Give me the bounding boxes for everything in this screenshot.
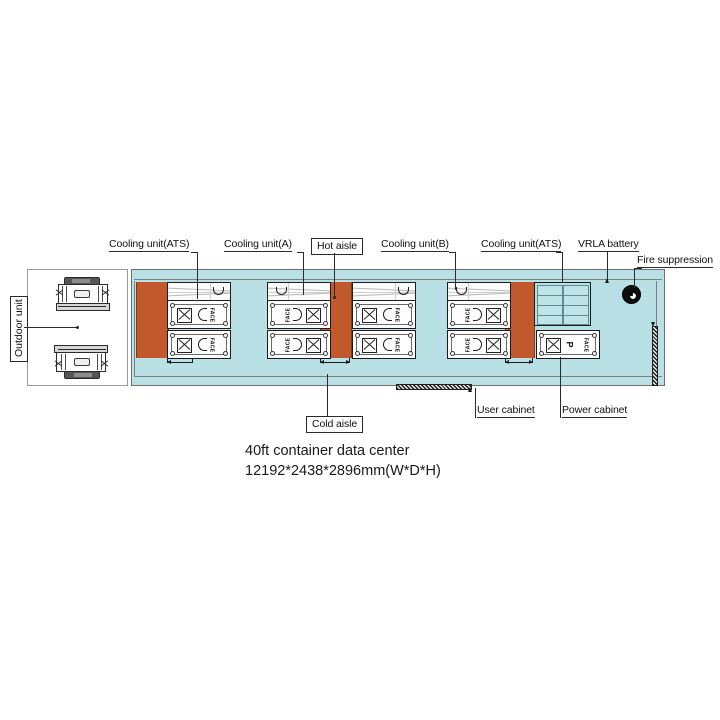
dimension-arrow-left-3 — [505, 360, 509, 364]
leader-v-user-cabinet — [475, 388, 476, 418]
user-cabinet-1a[interactable]: FACE — [167, 300, 231, 329]
leader-h-cooling-ats-right — [556, 252, 563, 253]
door-swing-arrow-right — [651, 322, 655, 327]
cabinet-face-label: FACE — [465, 307, 472, 322]
cabinet-face-label: FACE — [208, 307, 215, 322]
diagram-caption: 40ft container data center 12192*2438*28… — [245, 441, 565, 481]
leader-outdoor-unit — [24, 327, 77, 328]
cabinet-face-label: FACE — [582, 337, 589, 352]
hot-aisle-zone-1 — [136, 282, 169, 358]
container-door-right[interactable] — [652, 326, 658, 386]
label-cooling-unit-a: Cooling unit(A) — [224, 238, 292, 252]
leader-v-power-cabinet — [560, 357, 561, 418]
vrla-cell — [537, 295, 563, 306]
dimension-arrow-right-2 — [346, 360, 350, 364]
user-cabinet-3b[interactable]: FACE — [352, 330, 416, 359]
leader-dot-hot-aisle — [332, 296, 336, 299]
dimension-tick-6 — [532, 358, 533, 363]
leader-h-fire — [634, 268, 642, 269]
container-top-rail — [134, 279, 662, 280]
cabinet-face-label: FACE — [285, 337, 292, 352]
label-cold-aisle: Cold aisle — [306, 416, 364, 433]
label-cooling-unit-ats-left: Cooling unit(ATS) — [109, 238, 190, 252]
cabinet-face-label: FACE — [465, 337, 472, 352]
dimension-line-3 — [505, 362, 533, 363]
cooling-unit-ats-right[interactable] — [447, 282, 511, 302]
leader-h-cooling-a — [297, 252, 304, 253]
dimension-tick-5 — [505, 358, 506, 363]
user-cabinet-2b[interactable]: FACE — [267, 330, 331, 359]
dimension-line-1 — [167, 362, 193, 363]
label-hot-aisle: Hot aisle — [311, 238, 363, 255]
leader-v-cold-aisle — [327, 374, 328, 416]
leader-v-cooling-a — [303, 252, 304, 295]
leader-h-cooling-b — [449, 252, 456, 253]
user-cabinet-1b[interactable]: FACE — [167, 330, 231, 359]
leader-h-cooling-ats-left — [191, 252, 198, 253]
label-power-cabinet: Power cabinet — [562, 404, 628, 418]
label-cooling-unit-ats-right: Cooling unit(ATS) — [481, 238, 562, 252]
leader-v-cooling-ats-right — [562, 252, 563, 282]
cooling-unit-ats-left[interactable] — [167, 282, 231, 302]
user-cabinet-4a[interactable]: FACE — [447, 300, 511, 329]
label-cooling-unit-b: Cooling unit(B) — [381, 238, 449, 252]
cabinet-face-label: FACE — [285, 307, 292, 322]
label-fire-suppression: Fire suppression — [637, 254, 714, 268]
dimension-tick-1 — [167, 358, 168, 363]
label-vrla-battery: VRLA battery — [578, 238, 639, 252]
fire-suppression-icon[interactable] — [622, 285, 641, 304]
cabinet-face-label: FACE — [393, 307, 400, 322]
cabinet-face-label: FACE — [208, 337, 215, 352]
container-left-rail — [134, 281, 135, 376]
door-swing-arrow-bottom — [468, 387, 472, 392]
leader-v-cooling-ats-left — [197, 252, 198, 299]
cooling-unit-b[interactable] — [352, 282, 416, 302]
leader-v-hot-aisle — [334, 253, 335, 298]
dimension-tick-2 — [192, 358, 193, 363]
cabinet-face-label: FACE — [393, 337, 400, 352]
dimension-arrow-left-2 — [320, 360, 324, 364]
caption-line-2: 12192*2438*2896mm(W*D*H) — [245, 463, 441, 479]
dimension-line-2 — [320, 362, 350, 363]
outdoor-condenser-unit-top — [52, 276, 112, 312]
outdoor-unit-label: Outdoor unit — [10, 296, 28, 362]
container-bottom-rail — [134, 376, 662, 377]
power-cabinet-mark: P — [564, 341, 575, 348]
vrla-cell — [563, 295, 589, 306]
vrla-cell — [563, 285, 589, 296]
leader-arrow-vrla — [604, 278, 609, 283]
vrla-cell — [563, 314, 589, 325]
caption-line-1: 40ft container data center — [245, 443, 410, 459]
leader-dot-outdoor-unit — [76, 325, 79, 329]
dimension-tick-3 — [320, 358, 321, 363]
container-door-bottom[interactable] — [396, 384, 472, 390]
dimension-tick-4 — [349, 358, 350, 363]
dimension-arrow-right-3 — [529, 360, 533, 364]
vrla-cell — [537, 285, 563, 296]
cooling-unit-a[interactable] — [267, 282, 331, 302]
leader-v-cooling-b — [455, 252, 456, 290]
outdoor-condenser-unit-bottom — [52, 344, 112, 380]
dimension-arrow-left-1 — [167, 360, 171, 364]
leader-v-vrla — [607, 252, 608, 282]
user-cabinet-4b[interactable]: FACE — [447, 330, 511, 359]
power-cabinet[interactable]: P FACE — [536, 330, 600, 359]
leader-v-fire — [634, 268, 635, 288]
user-cabinet-2a[interactable]: FACE — [267, 300, 331, 329]
label-user-cabinet: User cabinet — [477, 404, 535, 418]
vrla-battery-rack[interactable] — [534, 282, 591, 326]
user-cabinet-3a[interactable]: FACE — [352, 300, 416, 329]
vrla-cell — [537, 314, 563, 325]
